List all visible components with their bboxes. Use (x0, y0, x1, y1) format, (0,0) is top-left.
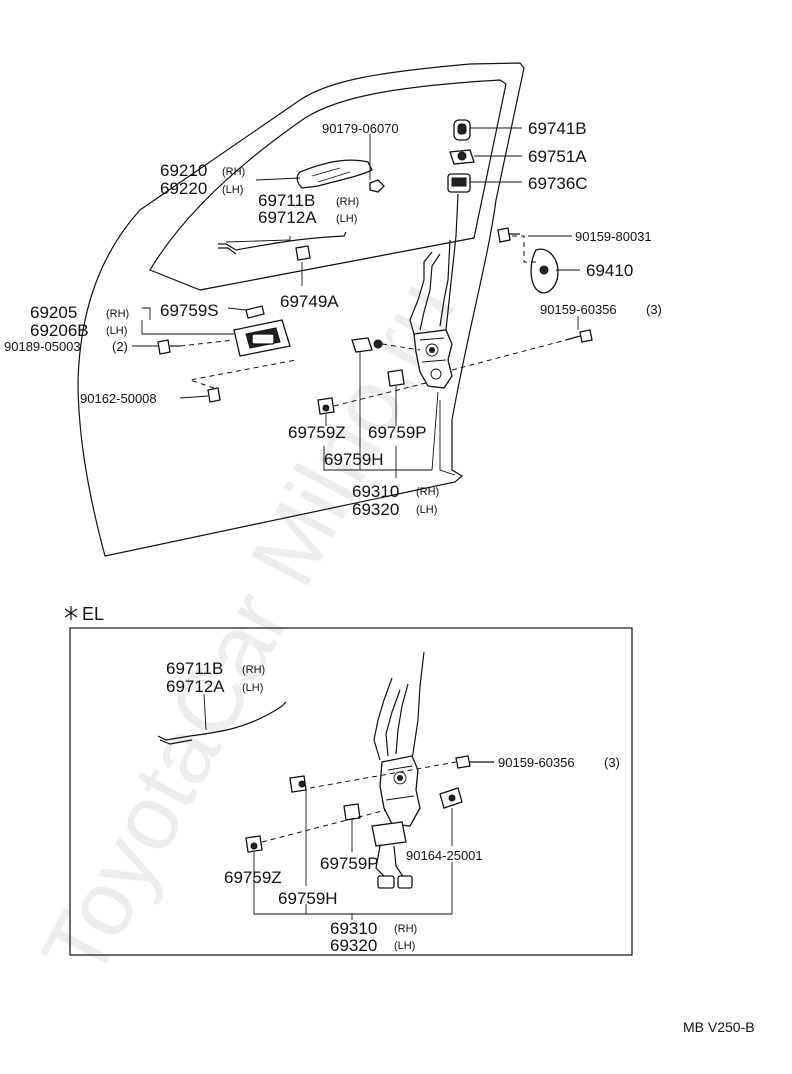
el-screw-dashed-line (309, 761, 457, 789)
label-69759Z: 69759Z (288, 423, 346, 442)
el-inset-frame (69, 627, 633, 956)
el-label-69711B: 69711B (166, 659, 223, 678)
clip-69749A (295, 245, 311, 261)
label-90162-50008: 90162-50008 (80, 391, 157, 406)
label-69751A: 69751A (528, 147, 587, 166)
screw-90159-80031 (497, 227, 520, 243)
clip-69759Z-main (317, 397, 335, 415)
label-90159-60356: 90159-60356 (540, 302, 617, 317)
el-label-69711B-rh: (RH) (242, 664, 265, 676)
el-link-rod (157, 701, 287, 745)
label-69712A: 69712A (258, 208, 317, 227)
lock-cylinder-69741B (453, 119, 471, 141)
el-clip-69759H (289, 775, 307, 793)
el-label-90159-60356: 90159-60356 (498, 755, 575, 770)
lock-cylinder-cap-69751A (449, 149, 475, 165)
label-90189-05003-qty: (2) (112, 339, 128, 354)
el-label-69712A: 69712A (166, 677, 225, 696)
el-section-title: EL (82, 604, 104, 624)
label-69205: 69205 (30, 303, 77, 322)
outside-door-handle (296, 159, 373, 189)
label-90159-80031: 90159-80031 (575, 229, 652, 244)
el-clip-69759P (343, 803, 361, 821)
door-striker-69410 (530, 248, 559, 294)
el-label-69712A-lh: (LH) (242, 682, 263, 694)
inside-handle-dashed-line (179, 339, 235, 347)
el-label-69759Z: 69759Z (224, 868, 282, 887)
el-rod-leader (203, 693, 207, 731)
drawing-code: MB V250-B (683, 1019, 755, 1035)
label-69206B-lh: (LH) (106, 325, 127, 337)
lock-rods (409, 193, 459, 335)
el-label-69310: 69310 (330, 919, 377, 938)
label-69711B-rh: (RH) (336, 196, 359, 208)
el-door-lock-assembly (379, 755, 421, 827)
label-90159-60356-qty: (3) (646, 302, 662, 317)
clip-69759P-main (387, 369, 405, 387)
clip-90179-06070 (369, 179, 385, 193)
screw-dashed-line (188, 359, 297, 389)
label-69712A-lh: (LH) (336, 213, 357, 225)
clip-dashed-line (381, 343, 421, 351)
el-label-69310-rh: (RH) (394, 923, 417, 935)
el-label-69759H: 69759H (278, 889, 338, 908)
outside-handle-link-rod (218, 231, 347, 255)
door-outline (77, 62, 525, 557)
el-label-90164-25001: 90164-25001 (406, 848, 483, 863)
inside-door-handle (233, 319, 291, 357)
el-screw-90159-60356 (455, 755, 494, 769)
el-label-69320-lh: (LH) (394, 940, 415, 952)
el-clip-90164-25001 (439, 787, 463, 809)
label-69759H: 69759H (324, 450, 384, 469)
label-69220-lh: (LH) (222, 184, 243, 196)
label-69320: 69320 (352, 500, 399, 519)
el-clip-z-dashed-line (261, 809, 387, 843)
lock-cylinder-body-69736C (447, 173, 471, 193)
el-label-69759P: 69759P (320, 854, 379, 873)
label-69741B: 69741B (528, 119, 587, 138)
lock-screw-dashed-line (451, 339, 567, 371)
label-90179-06070: 90179-06070 (322, 121, 399, 136)
label-90189-05003: 90189-05003 (4, 339, 81, 354)
label-69220: 69220 (160, 179, 207, 198)
label-69736C: 69736C (528, 174, 588, 193)
door-lock-assembly (413, 329, 453, 389)
el-door-lock-motor (371, 821, 413, 889)
screw-90162-50008 (207, 387, 221, 403)
label-69210-rh: (RH) (222, 166, 245, 178)
el-leader-lines (253, 790, 453, 920)
label-69749A: 69749A (280, 292, 339, 311)
label-69410: 69410 (586, 261, 633, 280)
screw-90189-05003 (157, 339, 180, 355)
label-69310-rh: (RH) (416, 486, 439, 498)
clip-69759S (245, 305, 265, 319)
label-69759S: 69759S (160, 301, 219, 320)
label-69206B: 69206B (30, 321, 89, 340)
el-label-90159-60356-qty: (3) (604, 755, 620, 770)
label-69205-rh: (RH) (106, 308, 129, 320)
el-label-69320: 69320 (330, 936, 377, 955)
asterisk-icon (64, 606, 78, 620)
main-leader-lines (132, 127, 580, 478)
label-69711B: 69711B (258, 191, 315, 210)
clip-69759H-main (351, 337, 383, 353)
label-69310: 69310 (352, 482, 399, 501)
screw-90159-60356 (565, 329, 593, 343)
el-section-header: EL (64, 604, 104, 624)
label-69320-lh: (LH) (416, 504, 437, 516)
el-clip-69759Z (245, 835, 263, 853)
label-69210: 69210 (160, 161, 207, 180)
el-lock-rods (373, 651, 425, 761)
clip-z-dashed-line (333, 381, 431, 407)
label-69759P: 69759P (368, 423, 427, 442)
